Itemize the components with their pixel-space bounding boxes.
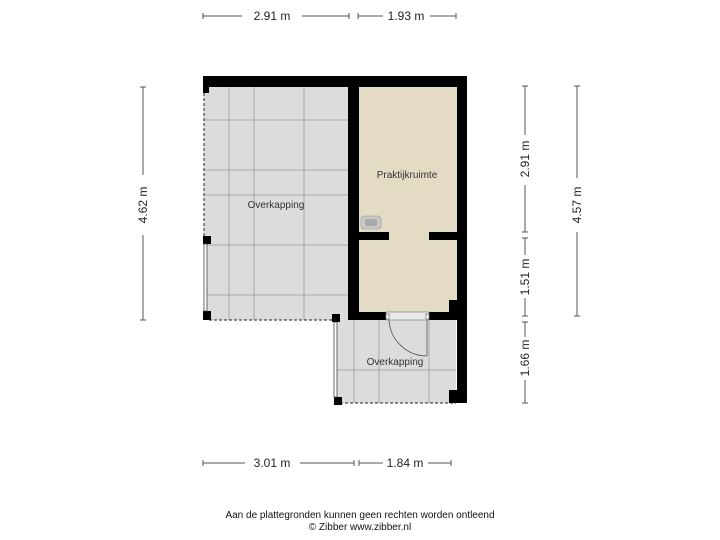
dim-bottom-1: 1.84 m: [387, 456, 424, 470]
glass-panels: [203, 243, 338, 398]
dim-right-outer-0: 4.57 m: [570, 187, 584, 224]
dim-bottom-0: 3.01 m: [254, 456, 291, 470]
door: [385, 311, 430, 357]
open-edges: [203, 93, 456, 404]
dimension-right-outer: [574, 85, 580, 317]
dim-right-inner-0: 2.91 m: [518, 141, 532, 178]
dimension-bottom: [202, 460, 452, 466]
room-label-overkapping-left: Overkapping: [248, 200, 305, 211]
dimension-right-inner: [522, 85, 528, 404]
room-overkapping-bottom: [336, 318, 456, 403]
dimension-top: [202, 13, 457, 19]
dim-right-inner-2: 1.66 m: [518, 340, 532, 377]
disclaimer-text: Aan de plattegronden kunnen geen rechten…: [225, 510, 495, 521]
copyright-text: © Zibber www.zibber.nl: [308, 522, 412, 533]
room-overkapping-left: [204, 87, 350, 320]
walls: [203, 76, 467, 405]
dim-top-0: 2.91 m: [254, 9, 291, 23]
room-praktijkruimte: [359, 86, 458, 316]
dim-top-1: 1.93 m: [388, 9, 425, 23]
dimension-left: [140, 86, 146, 321]
dim-left-0: 4.62 m: [136, 187, 150, 224]
sink-icon: [360, 215, 382, 230]
room-label-overkapping-bottom: Overkapping: [367, 357, 424, 368]
dim-right-inner-1: 1.51 m: [518, 259, 532, 296]
room-label-praktijkruimte: Praktijkruimte: [377, 170, 438, 181]
